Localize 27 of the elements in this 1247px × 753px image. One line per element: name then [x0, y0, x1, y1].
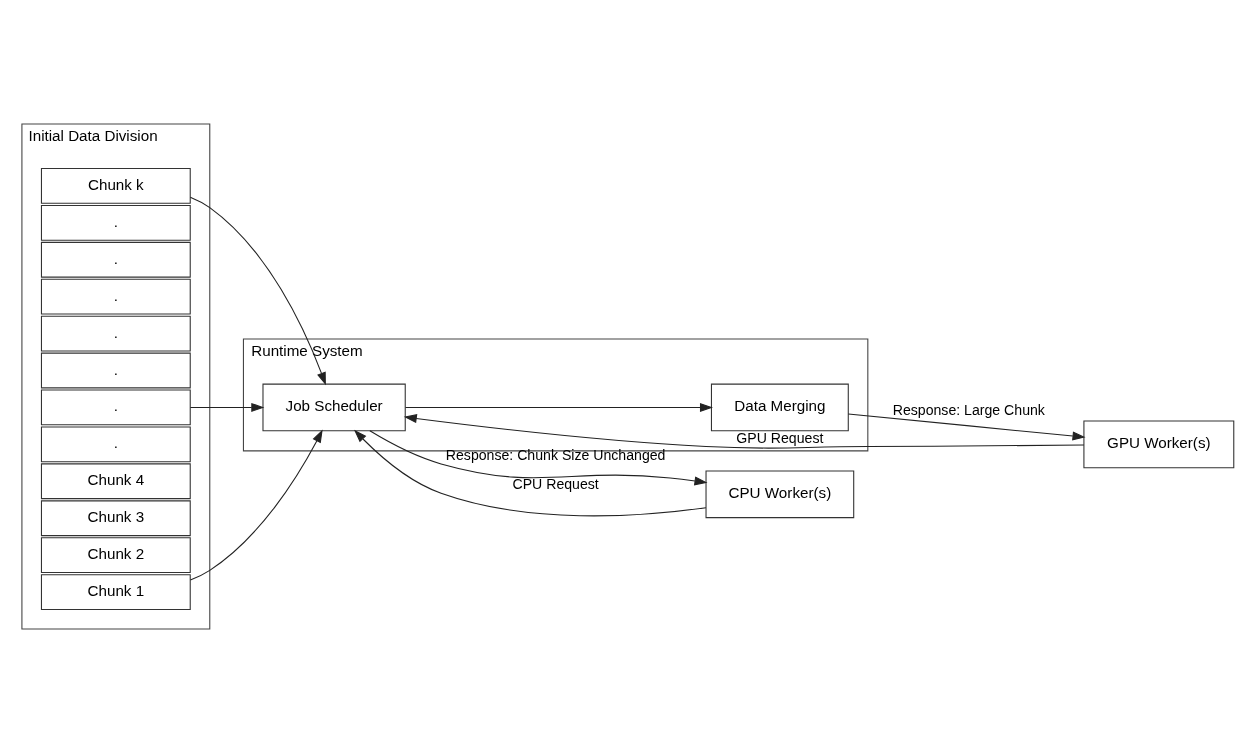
node-box: Chunk 3 — [40, 500, 191, 537]
arrow — [353, 429, 707, 517]
node-box: Data Merging — [710, 383, 849, 432]
node-box: CPU Worker(s) — [705, 470, 855, 519]
arrow — [189, 402, 265, 412]
edge-label: CPU Request — [512, 476, 599, 493]
edge-label: GPU Request — [736, 429, 824, 446]
node-box: . — [40, 352, 191, 389]
node-box: Chunk 2 — [40, 537, 191, 574]
arrow — [189, 196, 326, 386]
arrow — [189, 429, 323, 581]
node-box: . — [40, 315, 191, 352]
node-box: GPU Worker(s) — [1083, 420, 1235, 469]
node-box: Chunk k — [40, 168, 191, 204]
edge-label: Response: Large Chunk — [892, 402, 1045, 419]
node-box: . — [40, 426, 191, 463]
node-box: . — [40, 204, 191, 241]
node-box: . — [40, 241, 191, 278]
node-box: . — [40, 278, 191, 315]
node-box: . — [40, 389, 191, 426]
arrow — [369, 430, 708, 486]
arrow — [847, 413, 1086, 441]
node-box: Job Scheduler — [262, 383, 406, 432]
arrow — [403, 414, 1085, 449]
arrow — [404, 402, 714, 412]
node-box: Chunk 1 — [40, 574, 191, 610]
node-box: Chunk 4 — [40, 463, 191, 500]
